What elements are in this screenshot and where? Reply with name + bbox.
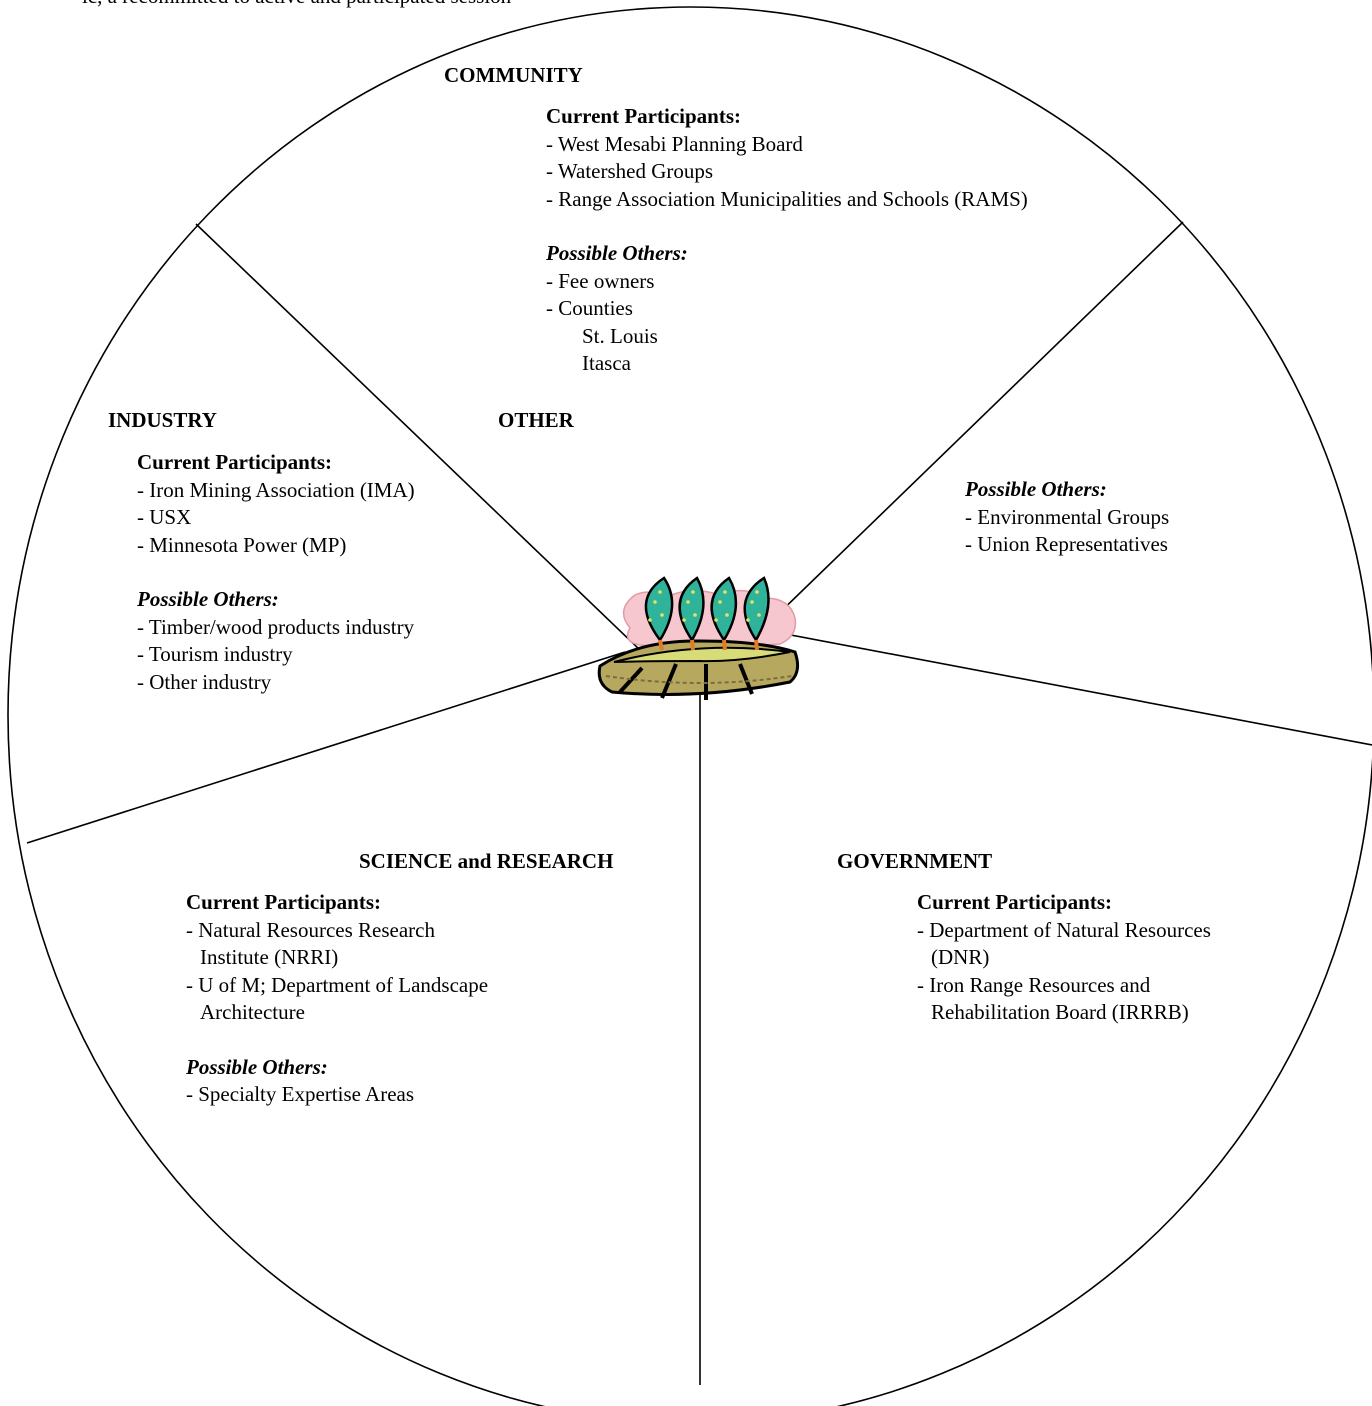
industry-section: Current Participants: - Iron Mining Asso… [137,449,415,696]
list-item: (DNR) [931,945,990,969]
list-item: - Iron Mining Association (IMA) [137,477,415,502]
list-item: - Environmental Groups [965,504,1170,529]
science-section: Current Participants: - Natural Resource… [186,889,488,1109]
industry-heading: INDUSTRY [108,408,217,432]
community-possible-label: Possible Others: [546,241,688,265]
community-heading: COMMUNITY [444,63,583,87]
list-item: - Timber/wood products industry [137,614,415,639]
list-item: - Natural Resources Research [186,917,435,942]
list-item: - Iron Range Resources and [917,972,1151,997]
list-item: - Watershed Groups [546,159,714,183]
other-possible-label: Possible Others: [965,477,1107,501]
list-item: Rehabilitation Board (IRRRB) [931,1000,1189,1024]
industry-possible-label: Possible Others: [137,587,279,611]
list-item: Itasca [582,351,631,375]
list-item: - Union Representatives [965,532,1168,556]
list-item: - Range Association Municipalities and S… [546,186,1028,211]
list-item: - Specialty Expertise Areas [186,1082,415,1106]
divider-community-industry [195,223,641,651]
community-section: Current Participants: - West Mesabi Plan… [546,103,1028,378]
other-section: Possible Others: - Environmental Groups … [965,476,1169,559]
trees-on-land-icon [597,576,800,700]
clipped-top-text: ic, a recommitted to active and particip… [0,0,640,14]
list-item: - Minnesota Power (MP) [137,532,347,557]
science-heading: SCIENCE and RESEARCH [359,849,614,873]
government-current-label: Current Participants: [917,890,1112,914]
science-possible-label: Possible Others: [186,1054,328,1079]
list-item: - Fee owners [546,268,655,293]
list-item: Architecture [200,1000,305,1024]
divider-science-industry [26,651,626,844]
list-item: Institute (NRRI) [200,945,339,969]
list-item: - Other industry [137,669,272,694]
list-item: - U of M; Department of Landscape [186,972,489,997]
list-item: - West Mesabi Planning Board [546,131,803,156]
list-item: - Counties [546,296,633,320]
divider-community-other [769,221,1184,623]
community-current-label: Current Participants: [546,104,741,128]
list-item: St. Louis [582,323,658,348]
list-item: - Tourism industry [137,642,293,666]
government-heading: GOVERNMENT [837,849,993,873]
science-current-label: Current Participants: [186,890,381,914]
list-item: - Department of Natural Resources [917,917,1211,942]
government-section: Current Participants: - Department of Na… [917,889,1211,1027]
divider-other-government [774,631,1372,746]
industry-current-label: Current Participants: [137,450,332,474]
other-heading: OTHER [498,408,574,432]
list-item: - USX [137,505,192,529]
outer-circle [7,6,1372,1406]
